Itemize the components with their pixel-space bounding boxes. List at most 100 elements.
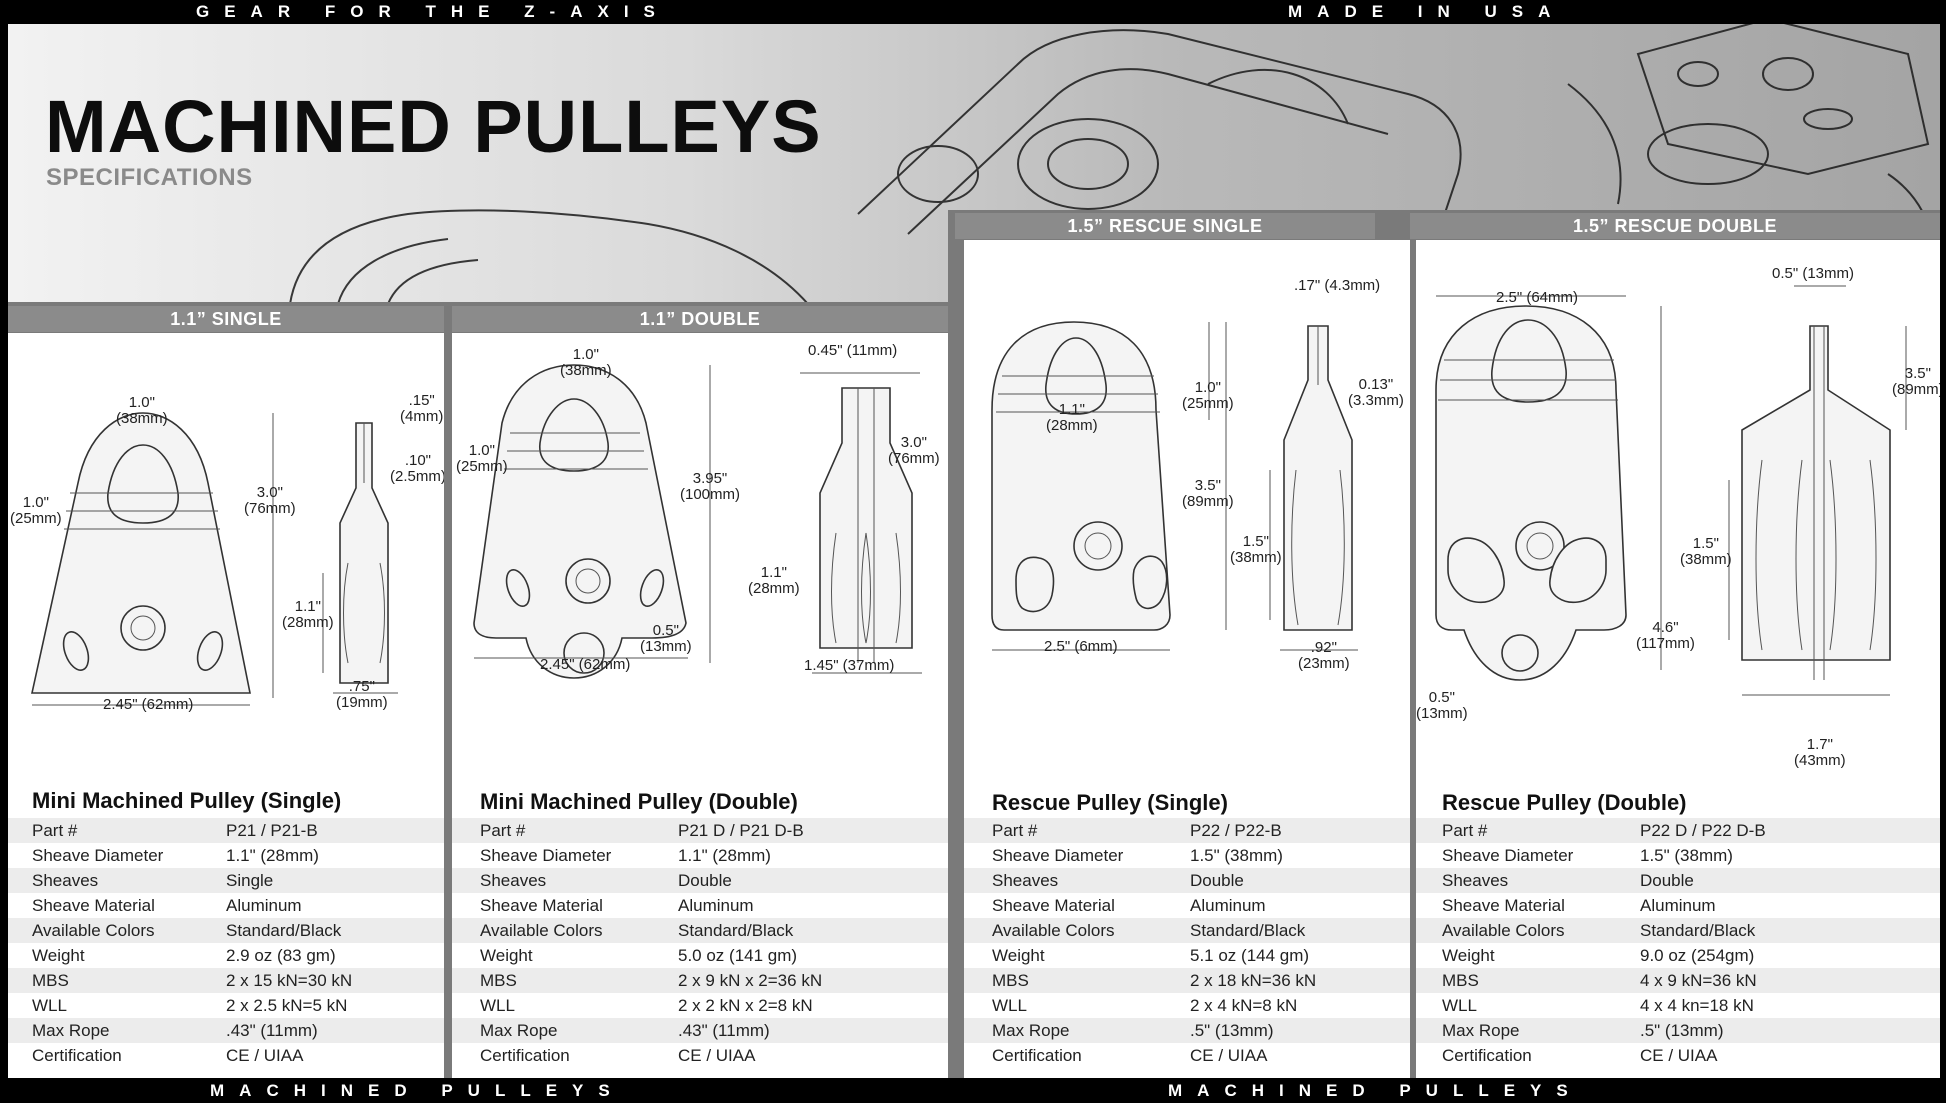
spec-label: Sheaves	[32, 871, 99, 890]
dim-height: 4.6" (117mm)	[1636, 619, 1695, 652]
dim-plate-width: 0.45" (11mm)	[808, 342, 898, 359]
hero-pulley-artwork	[289, 24, 1939, 304]
product-panel-rescue-single: 1.1" (28mm) 1.0" (25mm) 3.5" (89mm) 2.5"…	[964, 240, 1410, 1078]
spec-value: 5.1 oz (144 gm)	[1190, 946, 1310, 965]
spec-value: CE / UIAA	[226, 1046, 304, 1065]
spec-row: Sheave Material Aluminum	[1416, 893, 1940, 918]
spec-value: Aluminum	[678, 896, 754, 915]
dim-sheave-height: 1.5" (38mm)	[1680, 535, 1732, 568]
spec-row: Part #P21 / P21-B	[8, 818, 444, 843]
spec-value: Standard/Black	[1190, 921, 1306, 940]
spec-value: 2 x 9 kN x 2=36 kN	[678, 971, 823, 990]
spec-value: P21 D / P21 D-B	[678, 821, 804, 840]
product-panel-mini-double: 1.0" (38mm) 1.0" (25mm) 3.95" (100mm) 2.…	[452, 333, 948, 1078]
spec-row: Max Rope.5" (13mm)	[1416, 1018, 1940, 1043]
drawing-mini-single	[31, 412, 398, 706]
dim-top-width: 1.0" (38mm)	[116, 394, 168, 427]
dim-hole: 0.5" (13mm)	[640, 622, 692, 655]
spec-value: 2 x 2.5 kN=5 kN	[226, 996, 348, 1015]
panel-header-2: 1.1” DOUBLE	[452, 306, 948, 332]
spec-value: CE / UIAA	[1640, 1046, 1718, 1065]
page-subtitle: SPECIFICATIONS	[46, 164, 253, 191]
spec-label: WLL	[480, 996, 515, 1015]
dim-side-width: .75" (19mm)	[336, 678, 388, 711]
drawing-rescue-single	[991, 321, 1358, 651]
spec-value: .5" (13mm)	[1640, 1021, 1724, 1040]
spec-label: MBS	[32, 971, 69, 990]
spec-label: Sheave Diameter	[32, 846, 164, 865]
spec-label: Part #	[480, 821, 526, 840]
spec-value: 4 x 9 kN=36 kN	[1640, 971, 1757, 990]
dim-base-width: 2.5" (6mm)	[1044, 638, 1118, 655]
spec-label: Sheaves	[480, 871, 547, 890]
product-name: Mini Machined Pulley (Single)	[32, 788, 342, 813]
spec-label: Available Colors	[992, 921, 1115, 940]
spec-value: Aluminum	[1190, 896, 1266, 915]
top-banner: GEAR FOR THE Z-AXIS MADE IN USA	[0, 0, 1946, 24]
dim-base-width: 2.45" (62mm)	[103, 696, 194, 713]
spec-value: 2.9 oz (83 gm)	[226, 946, 336, 965]
product-name: Rescue Pulley (Double)	[1442, 790, 1687, 815]
spec-row: Available Colors Standard/Black	[964, 918, 1410, 943]
spec-value: P22 / P22-B	[1190, 821, 1282, 840]
product-panel-rescue-double: 2.5" (64mm) 4.6" (117mm) 0.5" (13mm) 0.5…	[1416, 240, 1940, 1078]
spec-label: Max Rope	[480, 1021, 558, 1040]
panel-header-4: 1.5” RESCUE DOUBLE	[1410, 213, 1940, 239]
spec-row: Sheave Diameter 1.1" (28mm)	[8, 843, 444, 868]
drawing-mini-double	[473, 364, 922, 679]
drawing-rescue-double	[1435, 285, 1907, 696]
spec-label: Max Rope	[992, 1021, 1070, 1040]
spec-label: Sheave Diameter	[480, 846, 612, 865]
spec-label: Sheave Diameter	[1442, 846, 1574, 865]
spec-value: 2 x 4 kN=8 kN	[1190, 996, 1298, 1015]
spec-label: WLL	[1442, 996, 1477, 1015]
footer-label-right: MACHINED PULLEYS	[1168, 1081, 1583, 1100]
dim-height: 3.0" (76mm)	[244, 484, 296, 517]
dim-top-width: 1.0" (38mm)	[560, 346, 612, 379]
dim-eye: 1.1" (28mm)	[1046, 401, 1098, 434]
spec-label: Certification	[480, 1046, 570, 1065]
spec-label: Max Rope	[32, 1021, 110, 1040]
dim-side-width: 1.7" (43mm)	[1794, 736, 1846, 769]
dim-side-height: 3.5" (89mm)	[1892, 365, 1940, 398]
dim-height: 3.5" (89mm)	[1182, 477, 1234, 510]
product-name: Rescue Pulley (Single)	[992, 790, 1228, 815]
spec-value: Aluminum	[1640, 896, 1716, 915]
dim-sheave-height: 1.1" (28mm)	[282, 598, 334, 631]
spec-label: Available Colors	[32, 921, 155, 940]
spec-label: Sheave Material	[480, 896, 603, 915]
page-title: MACHINED PULLEYS	[45, 85, 822, 168]
dim-plate-gap: .15" (4mm)	[400, 392, 444, 425]
product-panel-mini-single: 1.0" (38mm) 1.0" (25mm) 3.0" (76mm) 2.45…	[8, 333, 444, 1078]
spec-value: 1.1" (28mm)	[226, 846, 319, 865]
spec-label: Part #	[1442, 821, 1488, 840]
spec-value: .43" (11mm)	[226, 1021, 318, 1040]
spec-value: 2 x 2 kN x 2=8 kN	[678, 996, 813, 1015]
dim-eye-height: 1.0" (25mm)	[1182, 379, 1234, 412]
spec-row: Max Rope .43" (11mm)	[8, 1018, 444, 1043]
spec-label: Certification	[1442, 1046, 1532, 1065]
dim-top-width: 2.5" (64mm)	[1496, 289, 1579, 306]
spec-value: Standard/Black	[1640, 921, 1756, 940]
spec-label: Sheave Material	[1442, 896, 1565, 915]
spec-label: MBS	[1442, 971, 1479, 990]
spec-value: Single	[226, 871, 274, 890]
spec-value: .5" (13mm)	[1190, 1021, 1274, 1040]
dim-plate-width: 0.5" (13mm)	[1772, 265, 1855, 282]
